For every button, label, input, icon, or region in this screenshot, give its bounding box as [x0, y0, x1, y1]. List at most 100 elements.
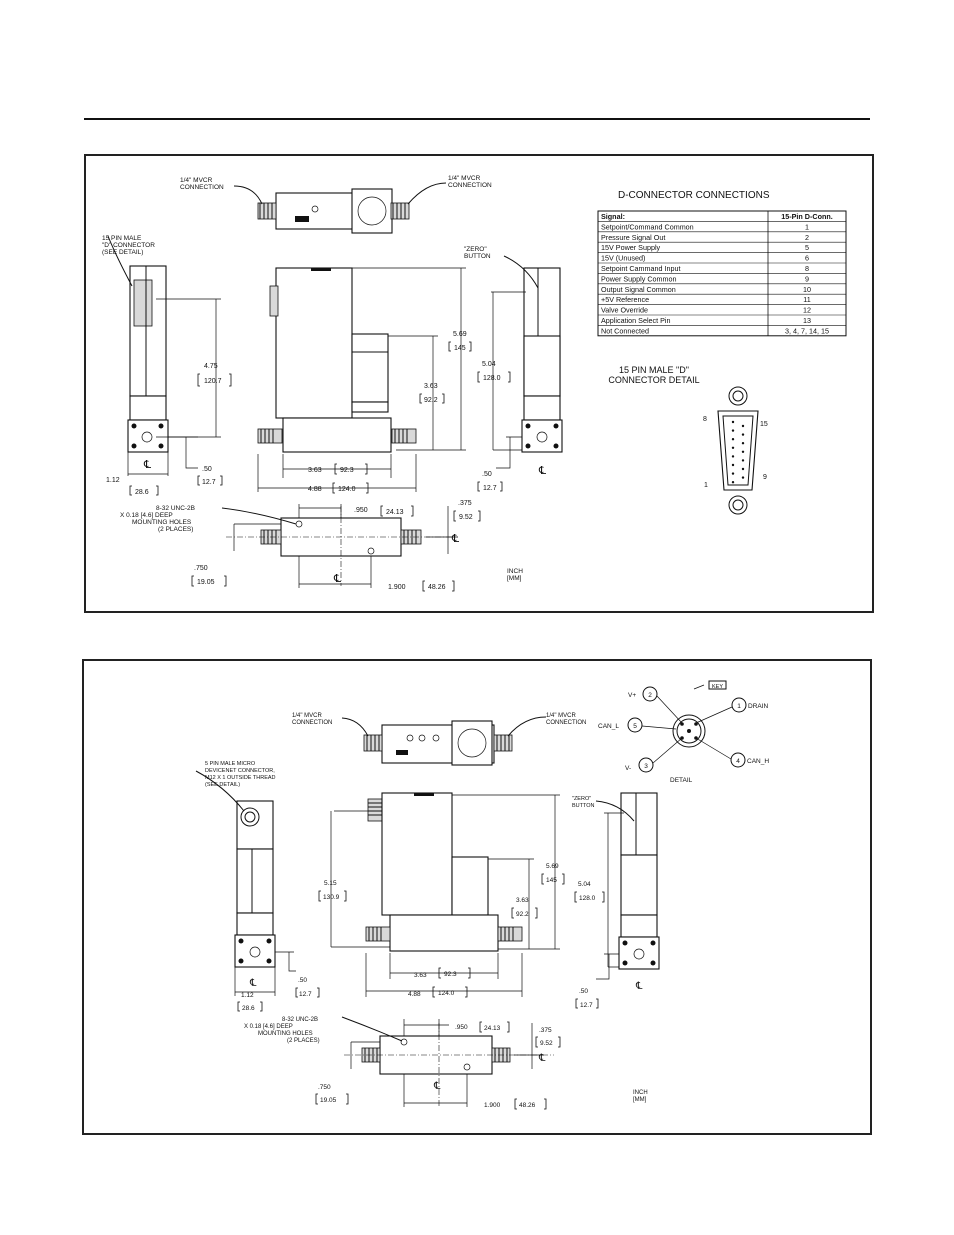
- centerline-symbol-right: ℄: [538, 465, 546, 477]
- dim-0-750: .750: [194, 565, 208, 572]
- micro-label-2: DEVICENET CONNECTOR,: [205, 768, 275, 774]
- dim-1-900-mm: 48.26: [428, 584, 446, 591]
- dim-5-04: 5.04: [578, 881, 591, 888]
- dim-5-15-mm: 130.9: [323, 894, 340, 901]
- pin-label-15: 15: [760, 421, 768, 428]
- zero-label-1: "ZERO": [464, 246, 487, 253]
- mvcr-left-label-2: CONNECTION: [292, 720, 332, 726]
- connector-pin: [741, 450, 745, 453]
- connector-pin: [741, 476, 745, 479]
- mvcr-left-label-1: 1/4" MVCR: [292, 713, 322, 719]
- dim-5-69: 5.69: [453, 331, 467, 338]
- mount-label-1: 8-32 UNC-2B: [156, 505, 195, 512]
- dim-0-750-mm: 19.05: [197, 579, 215, 586]
- table-cell-pin: 2: [805, 233, 809, 242]
- table-cell-signal: Valve Override: [601, 306, 648, 315]
- connector-pin: [731, 438, 735, 441]
- devicenet-pinout-detail: [627, 680, 747, 773]
- dim-0-750: .750: [318, 1084, 331, 1091]
- connector-pin: [741, 424, 745, 428]
- dim-5-04-mm: 128.0: [483, 375, 501, 382]
- detail-title-2: CONNECTOR DETAIL: [608, 375, 699, 385]
- centerline-symbol-right: ℄: [635, 981, 643, 992]
- mvcr-right-label-2: CONNECTION: [546, 720, 586, 726]
- can-h-label: CAN_H: [747, 758, 769, 765]
- dim-3-63-w: 3.63: [414, 972, 427, 979]
- dim-1-12-mm: 28.6: [135, 489, 149, 496]
- dim-0-950-mm: 24.13: [484, 1025, 501, 1032]
- dim-0-50-a: .50: [298, 977, 307, 984]
- connector-pin: [731, 463, 735, 467]
- dim-4-88-mm: 124.0: [438, 990, 455, 997]
- connector-pin: [741, 459, 745, 462]
- centerline-symbol-bottom-2: ℄: [333, 573, 341, 585]
- centerline-symbol-bottom: ℄: [538, 1053, 546, 1064]
- zero-label-2: BUTTON: [464, 253, 491, 260]
- dim-1-12: 1.12: [106, 477, 120, 484]
- dim-4-75: 4.75: [204, 363, 218, 370]
- table-cell-pin: 13: [803, 316, 811, 325]
- dim-1-900: 1.900: [388, 584, 406, 591]
- dim-3-63-w-mm: 92.3: [444, 971, 457, 978]
- units-label-2: [MM]: [507, 575, 522, 582]
- dim-0-50-a-mm: 12.7: [299, 991, 312, 998]
- pin-label-1: 1: [704, 482, 708, 489]
- centerline-symbol-bottom-2: ℄: [433, 1081, 441, 1092]
- dim-3-63-w-mm: 92.3: [340, 467, 354, 474]
- left-side-view: [234, 800, 276, 968]
- dim-3-63-h: 3.63: [516, 897, 529, 904]
- dim-3-63-w: 3.63: [308, 467, 322, 474]
- dim-3-63-h-mm: 92.2: [516, 911, 529, 918]
- units-label-1: INCH: [507, 568, 523, 575]
- front-view: [257, 267, 417, 453]
- table-header-pin: 15-Pin D-Conn.: [781, 212, 833, 221]
- connector-pin: [731, 420, 735, 424]
- mount-label-1: 8-32 UNC-2B: [282, 1017, 318, 1023]
- dconn-label-3: (SEE DETAIL): [102, 249, 143, 256]
- connector-pin: [741, 442, 745, 445]
- mount-label-2: X 0.18 [4.6] DEEP: [120, 512, 173, 519]
- table-cell-signal: Pressure Signal Out: [601, 233, 665, 242]
- dim-5-04-mm: 128.0: [579, 895, 596, 902]
- dim-5-04: 5.04: [482, 361, 496, 368]
- table-cell-signal: Not Connected: [601, 326, 649, 335]
- top-view: [257, 188, 410, 234]
- mvcr-left-label-1: 1/4" MVCR: [180, 177, 213, 184]
- mount-label-3: MOUNTING HOLES: [132, 519, 192, 526]
- dim-0-950: .950: [354, 507, 368, 514]
- table-cell-signal: Power Supply Common: [601, 274, 677, 283]
- table-cell-signal: Output Signal Common: [601, 285, 676, 294]
- mount-label-3: MOUNTING HOLES: [258, 1031, 313, 1037]
- pin-5: 5: [633, 723, 637, 730]
- dim-4-75-mm: 120.7: [204, 378, 222, 385]
- dim-0-750-mm: 19.05: [320, 1097, 337, 1104]
- centerline-symbol: ℄: [143, 459, 151, 471]
- connector-pin: [731, 455, 735, 458]
- bottom-view: [226, 506, 458, 586]
- dim-0-375: .375: [458, 500, 472, 507]
- table-cell-pin: 6: [805, 254, 809, 263]
- drawing-panel-devicenet: 1/4" MVCR CONNECTION 1/4" MVCR CONNECTIO…: [82, 659, 872, 1135]
- connector-pin: [741, 433, 745, 436]
- dim-3-63-h-mm: 92.2: [424, 397, 438, 404]
- dim-1-12-mm: 28.6: [242, 1005, 255, 1012]
- table-cell-signal: +5V Reference: [601, 295, 649, 304]
- table-cell-pin: 10: [803, 285, 811, 294]
- connector-pin: [731, 481, 735, 484]
- dim-4-88: 4.88: [308, 486, 322, 493]
- mvcr-right-label-1: 1/4" MVCR: [546, 713, 576, 719]
- dim-0-50-a: .50: [202, 466, 212, 473]
- dim-0-375-mm: 9.52: [459, 514, 473, 521]
- dim-0-50-b-mm: 12.7: [580, 1002, 593, 1009]
- dconn-label-2: "D" CONNECTOR: [102, 242, 155, 249]
- mvcr-right-label-2: CONNECTION: [448, 182, 492, 189]
- table-header-signal: Signal:: [601, 212, 625, 221]
- table-title: D-CONNECTOR CONNECTIONS: [618, 190, 770, 201]
- pin-1: 1: [737, 703, 741, 710]
- dim-0-950: .950: [455, 1024, 468, 1031]
- connector-pin: [731, 472, 735, 475]
- table-cell-pin: 11: [803, 295, 810, 304]
- centerline-symbol: ℄: [249, 978, 257, 989]
- table-cell-pin: 12: [803, 306, 811, 315]
- v-minus-label: V-: [625, 765, 631, 772]
